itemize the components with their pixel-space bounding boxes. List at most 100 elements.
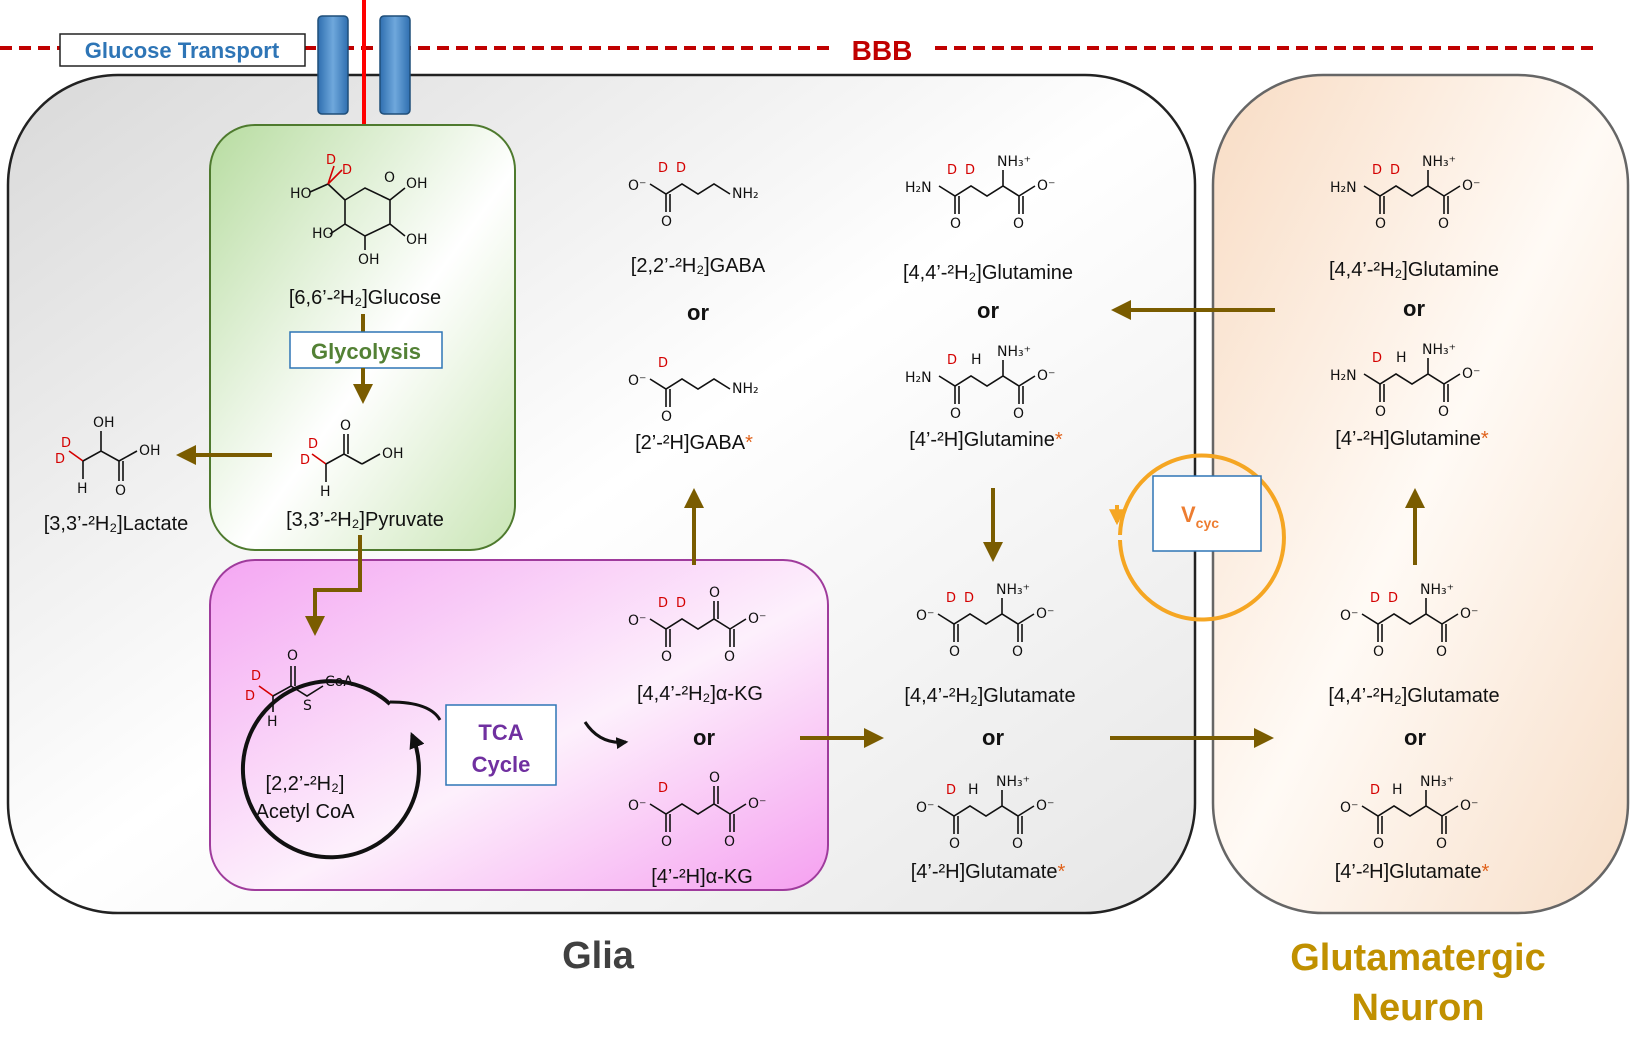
gaba-a-label: [2,2’-²H₂]GABA — [631, 255, 766, 277]
vcyc-label-sub: cyc — [1196, 515, 1220, 531]
gln-neuron-or: or — [1403, 296, 1425, 321]
svg-text:H: H — [971, 352, 982, 368]
gln-glia-b-text: [4’-²H]Glutamine — [909, 429, 1055, 451]
svg-text:D: D — [1390, 163, 1400, 178]
svg-text:D: D — [308, 437, 318, 452]
tca-label-line2: Cycle — [472, 752, 531, 777]
akg-a-structure: D D — [627, 584, 768, 666]
svg-text:OH: OH — [406, 232, 428, 248]
svg-text:D: D — [55, 452, 65, 467]
glu-glia-b-text: [4’-²H]Glutamate — [911, 861, 1058, 883]
pyruvate-label: [3,3’-²H₂]Pyruvate — [286, 509, 444, 531]
svg-text:D: D — [947, 353, 957, 368]
acetylcoa-label-line1: [2,2’-²H₂] — [266, 773, 345, 795]
pyruvate-structure: D D H O OH — [300, 418, 404, 500]
glucose-structure: HO OH OH OH HO O D D — [290, 153, 428, 268]
neuron-title-line2: Neuron — [1352, 987, 1485, 1029]
svg-text:O: O — [115, 483, 126, 499]
svg-text:D: D — [245, 689, 255, 704]
transporter-channel-right — [379, 15, 411, 115]
svg-text:D: D — [946, 783, 956, 798]
glucose-transport-box — [59, 33, 306, 67]
svg-text:H: H — [968, 782, 979, 798]
glycolysis-label: Glycolysis — [311, 339, 421, 364]
tca-exit-arrow — [583, 721, 629, 750]
gaba-or: or — [687, 300, 709, 325]
glu-glia-b-structure: D H — [915, 773, 1056, 853]
svg-text:HO: HO — [312, 226, 334, 242]
svg-text:O: O — [287, 648, 298, 664]
gln-glia-a-label: [4,4’-²H₂]Glutamine — [903, 262, 1073, 284]
svg-text:D: D — [1370, 783, 1380, 798]
akg-a-label: [4,4’-²H₂]α-KG — [637, 683, 763, 705]
tca-label-line1: TCA — [478, 720, 523, 745]
svg-text:OH: OH — [406, 176, 428, 192]
gaba-b-star: * — [745, 432, 753, 454]
svg-text:OH: OH — [93, 415, 115, 431]
gln-glia-b-label: [4’-²H]Glutamine* — [909, 429, 1063, 451]
svg-text:D: D — [251, 669, 261, 684]
gln-neuron-a-label: [4,4’-²H₂]Glutamine — [1329, 259, 1499, 281]
svg-text:D: D — [965, 163, 975, 178]
glu-neuron-b-text: [4’-²H]Glutamate — [1335, 861, 1482, 883]
acetylcoa-label-line2: Acetyl CoA — [256, 801, 356, 823]
gln-glia-b-structure: D H — [904, 343, 1057, 423]
svg-text:D: D — [1372, 163, 1382, 178]
gln-neuron-b-structure: D H — [1329, 341, 1482, 421]
glu-neuron-b-label: [4’-²H]Glutamate* — [1335, 861, 1490, 883]
akg-b-label: [4’-²H]α-KG — [651, 866, 753, 888]
glu-glia-a-structure: D D — [915, 581, 1056, 661]
svg-text:D: D — [1370, 591, 1380, 606]
svg-text:D: D — [342, 163, 352, 178]
svg-text:O: O — [340, 418, 351, 434]
vcyc-cycle-ring — [1118, 453, 1286, 622]
svg-text:D: D — [1388, 591, 1398, 606]
gaba-b-structure: D — [627, 356, 760, 426]
tca-entry-arrow — [389, 700, 442, 721]
neuron-title-line1: Glutamatergic — [1290, 937, 1546, 979]
svg-text:S: S — [303, 698, 312, 714]
svg-text:D: D — [300, 453, 310, 468]
svg-text:H: H — [1392, 782, 1403, 798]
gln-glia-a-structure: D D — [904, 153, 1057, 233]
gln-neuron-b-label: [4’-²H]Glutamine* — [1335, 428, 1489, 450]
svg-text:H: H — [267, 714, 278, 730]
svg-text:OH: OH — [382, 446, 404, 462]
glu-neuron-or: or — [1404, 725, 1426, 750]
svg-text:OH: OH — [358, 252, 380, 268]
gln-neuron-b-star: * — [1481, 428, 1489, 450]
lactate-structure: D D H OH O OH — [55, 415, 161, 499]
akg-or: or — [693, 725, 715, 750]
svg-text:HO: HO — [290, 186, 312, 202]
glu-glia-a-label: [4,4’-²H₂]Glutamate — [904, 685, 1075, 707]
vcyc-box — [1152, 475, 1262, 552]
glia-title: Glia — [562, 935, 635, 977]
glu-glia-b-label: [4’-²H]Glutamate* — [911, 861, 1066, 883]
svg-text:D: D — [326, 153, 336, 168]
svg-text:D: D — [946, 591, 956, 606]
gaba-b-text: [2’-²H]GABA — [635, 432, 746, 454]
svg-text:D: D — [947, 163, 957, 178]
svg-text:D: D — [1372, 351, 1382, 366]
svg-text:D: D — [658, 781, 668, 796]
bbb-label: BBB — [852, 35, 913, 66]
svg-text:H: H — [77, 481, 88, 497]
tca-cycle-ring — [240, 679, 425, 860]
svg-text:D: D — [658, 356, 668, 371]
transporter-channel-left — [317, 15, 349, 115]
gln-neuron-b-text: [4’-²H]Glutamine — [1335, 428, 1481, 450]
svg-text:O: O — [384, 170, 395, 186]
gln-glia-b-star: * — [1055, 429, 1063, 451]
svg-text:D: D — [658, 596, 668, 611]
glu-neuron-b-star: * — [1481, 861, 1489, 883]
svg-text:D: D — [676, 161, 686, 176]
pyruvate-to-acetylcoa-arrow — [305, 535, 362, 636]
svg-text:D: D — [676, 596, 686, 611]
svg-text:D: D — [61, 436, 71, 451]
glu-glia-or: or — [982, 725, 1004, 750]
glu-neuron-a-structure: D D — [1339, 581, 1480, 661]
akg-b-structure: D — [627, 769, 768, 851]
glu-glia-b-star: * — [1057, 861, 1065, 883]
gln-glia-or: or — [977, 298, 999, 323]
